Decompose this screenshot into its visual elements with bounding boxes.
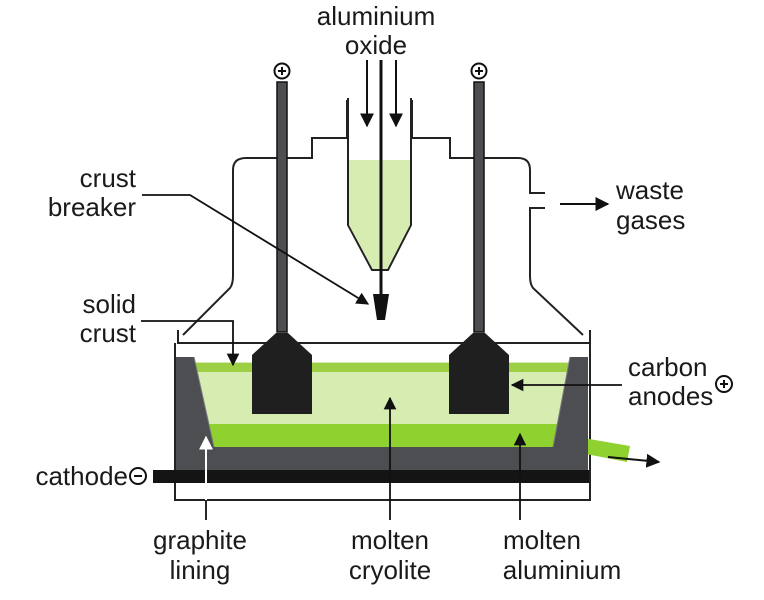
label-molten-cryolite-line2: cryolite bbox=[349, 555, 431, 585]
label-molten-aluminium-line1: molten bbox=[503, 525, 581, 555]
label-aluminium-oxide-line1: aluminium bbox=[317, 1, 436, 31]
molten-aluminium-layer bbox=[208, 424, 558, 447]
cell-casing-outline bbox=[174, 330, 591, 501]
label-aluminium-oxide-line2: oxide bbox=[345, 30, 407, 60]
graphite-lining bbox=[176, 357, 588, 470]
hood-outline bbox=[182, 100, 584, 336]
label-molten-aluminium-line2: aluminium bbox=[503, 555, 622, 585]
solid-crust-layer bbox=[193, 363, 570, 372]
anode-rod-left bbox=[276, 81, 288, 333]
label-carbon-anodes-line1: carbon bbox=[628, 352, 708, 382]
label-molten-cryolite-line1: molten bbox=[351, 525, 429, 555]
anode-rod-right bbox=[473, 81, 485, 333]
carbon-anode-left bbox=[252, 333, 312, 414]
label-solid-crust-line2: crust bbox=[80, 318, 137, 348]
positive-terminal-icon bbox=[470, 62, 488, 80]
crust-breaker-tip bbox=[373, 294, 389, 320]
positive-terminal-icon bbox=[273, 62, 291, 80]
cathode-bar bbox=[153, 470, 589, 483]
label-graphite-lining-line1: graphite bbox=[153, 525, 247, 555]
label-waste-gases-line1: waste bbox=[615, 175, 684, 205]
positive-terminal-icon bbox=[715, 375, 733, 393]
carbon-anode-right bbox=[449, 333, 509, 414]
label-waste-gases-line2: gases bbox=[616, 205, 685, 235]
label-cathode: cathode bbox=[35, 461, 128, 491]
label-crust-breaker-line1: crust bbox=[80, 163, 137, 193]
label-crust-breaker-line2: breaker bbox=[48, 192, 136, 222]
label-graphite-lining-line2: lining bbox=[170, 555, 231, 585]
label-solid-crust-line1: solid bbox=[83, 289, 136, 319]
label-carbon-anodes-line2: anodes bbox=[628, 381, 713, 411]
negative-terminal-icon bbox=[129, 467, 147, 485]
